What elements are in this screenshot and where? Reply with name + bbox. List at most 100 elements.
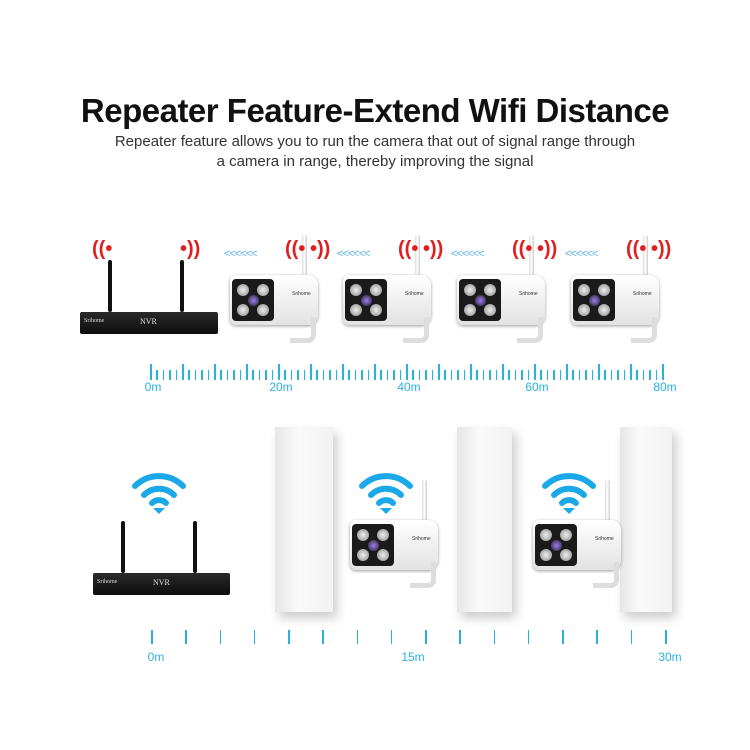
subtitle-line-1: Repeater feature allows you to run the c… bbox=[114, 133, 636, 150]
signal-icon: ((• bbox=[285, 238, 306, 260]
ruler-tick bbox=[390, 630, 393, 644]
ruler-tick bbox=[322, 370, 325, 380]
wifi-camera: Srihome bbox=[457, 235, 557, 345]
ruler-label: 80m bbox=[653, 380, 677, 394]
ruler-tick bbox=[393, 370, 395, 380]
camera-brand: Srihome bbox=[412, 536, 431, 542]
ruler-tick bbox=[553, 370, 555, 380]
ruler-tick bbox=[342, 364, 344, 380]
ruler-tick bbox=[220, 370, 222, 380]
ruler-tick bbox=[636, 370, 638, 380]
ruler-tick bbox=[591, 370, 594, 380]
signal-icon: ((• bbox=[626, 238, 647, 260]
ruler-tick bbox=[258, 370, 261, 380]
ruler-tick bbox=[482, 370, 485, 380]
ruler-tick bbox=[239, 370, 242, 380]
ruler-tick bbox=[630, 364, 632, 380]
ruler-label: 0m bbox=[147, 650, 165, 664]
ruler-tick bbox=[598, 364, 600, 380]
wifi-icon bbox=[542, 473, 596, 514]
headline: Repeater Feature-Extend Wifi Distance bbox=[80, 92, 670, 129]
ruler-tick bbox=[151, 630, 153, 644]
subtitle-line-2: a camera in range, thereby improving the… bbox=[216, 153, 534, 170]
ruler-tick bbox=[182, 364, 184, 380]
ruler-tick bbox=[207, 370, 210, 380]
ruler-tick bbox=[226, 370, 229, 380]
ruler-tick bbox=[559, 370, 562, 380]
nvr-recorder-top: Srihome NVR bbox=[80, 260, 218, 334]
signal-icon: •)) bbox=[651, 238, 672, 260]
wall-obstacle bbox=[620, 427, 672, 612]
nvr-brand: Srihome bbox=[84, 318, 105, 324]
ruler-tick bbox=[578, 370, 581, 380]
ruler-tick bbox=[175, 370, 178, 380]
ruler-tick bbox=[604, 370, 606, 380]
ruler-tick bbox=[380, 370, 382, 380]
repeater-arrows: <<<<<< bbox=[224, 248, 258, 260]
ruler-tick bbox=[253, 630, 256, 644]
camera-brand: Srihome bbox=[519, 291, 538, 297]
ruler-tick bbox=[459, 630, 461, 644]
ruler-tick bbox=[188, 370, 190, 380]
ruler-tick bbox=[665, 630, 667, 644]
ruler-tick bbox=[463, 370, 466, 380]
signal-icon: ((• bbox=[398, 238, 419, 260]
wifi-icon bbox=[359, 473, 413, 514]
ruler-tick bbox=[470, 364, 472, 380]
ruler-tick bbox=[310, 364, 312, 380]
ruler-tick bbox=[610, 370, 613, 380]
ruler-tick bbox=[457, 370, 459, 380]
signal-icon: ((• bbox=[512, 238, 533, 260]
camera-brand: Srihome bbox=[633, 291, 652, 297]
ruler-tick bbox=[493, 630, 496, 644]
signal-icon: •)) bbox=[180, 238, 201, 260]
camera-brand: Srihome bbox=[595, 536, 614, 542]
ruler-tick bbox=[540, 370, 542, 380]
wifi-icon bbox=[132, 473, 186, 514]
ruler-tick bbox=[508, 370, 510, 380]
ruler-label: 40m bbox=[397, 380, 421, 394]
ruler-tick bbox=[585, 370, 587, 380]
ruler-tick bbox=[566, 364, 568, 380]
signal-icon: •)) bbox=[423, 238, 444, 260]
ruler-tick bbox=[150, 364, 152, 380]
ruler-tick bbox=[162, 370, 165, 380]
ruler-tick bbox=[374, 364, 376, 380]
ruler-tick bbox=[386, 370, 389, 380]
ruler-tick bbox=[412, 370, 414, 380]
wall-obstacle bbox=[457, 427, 512, 612]
ruler-tick bbox=[271, 370, 274, 380]
repeater-arrows: <<<<<< bbox=[451, 248, 485, 260]
ruler-tick bbox=[219, 630, 222, 644]
ruler-tick bbox=[399, 370, 402, 380]
ruler-tick bbox=[356, 630, 359, 644]
ruler-tick bbox=[617, 370, 619, 380]
signal-icon: •)) bbox=[537, 238, 558, 260]
ruler-tick bbox=[156, 370, 158, 380]
ruler-tick bbox=[534, 364, 536, 380]
wifi-camera: Srihome bbox=[230, 235, 330, 345]
ruler-tick bbox=[444, 370, 446, 380]
wall-obstacle bbox=[275, 427, 333, 612]
ruler-tick bbox=[662, 364, 664, 380]
ruler-label: 60m bbox=[525, 380, 549, 394]
ruler-tick bbox=[546, 370, 549, 380]
ruler-tick bbox=[297, 370, 299, 380]
ruler-tick bbox=[290, 370, 293, 380]
ruler-tick bbox=[425, 370, 427, 380]
ruler-tick bbox=[514, 370, 517, 380]
ruler-tick bbox=[169, 370, 171, 380]
ruler-tick bbox=[278, 364, 280, 380]
ruler-tick bbox=[214, 364, 216, 380]
ruler-tick bbox=[502, 364, 504, 380]
ruler-tick bbox=[284, 370, 286, 380]
ruler-tick bbox=[335, 370, 338, 380]
ruler-label: 0m bbox=[144, 380, 162, 394]
ruler-label: 30m bbox=[658, 650, 682, 664]
repeater-arrows: <<<<<< bbox=[565, 248, 599, 260]
ruler-tick bbox=[655, 370, 658, 380]
repeater-arrows: <<<<<< bbox=[337, 248, 371, 260]
signal-icon: •)) bbox=[310, 238, 331, 260]
ruler-tick bbox=[329, 370, 331, 380]
wifi-camera: Srihome bbox=[571, 235, 671, 345]
